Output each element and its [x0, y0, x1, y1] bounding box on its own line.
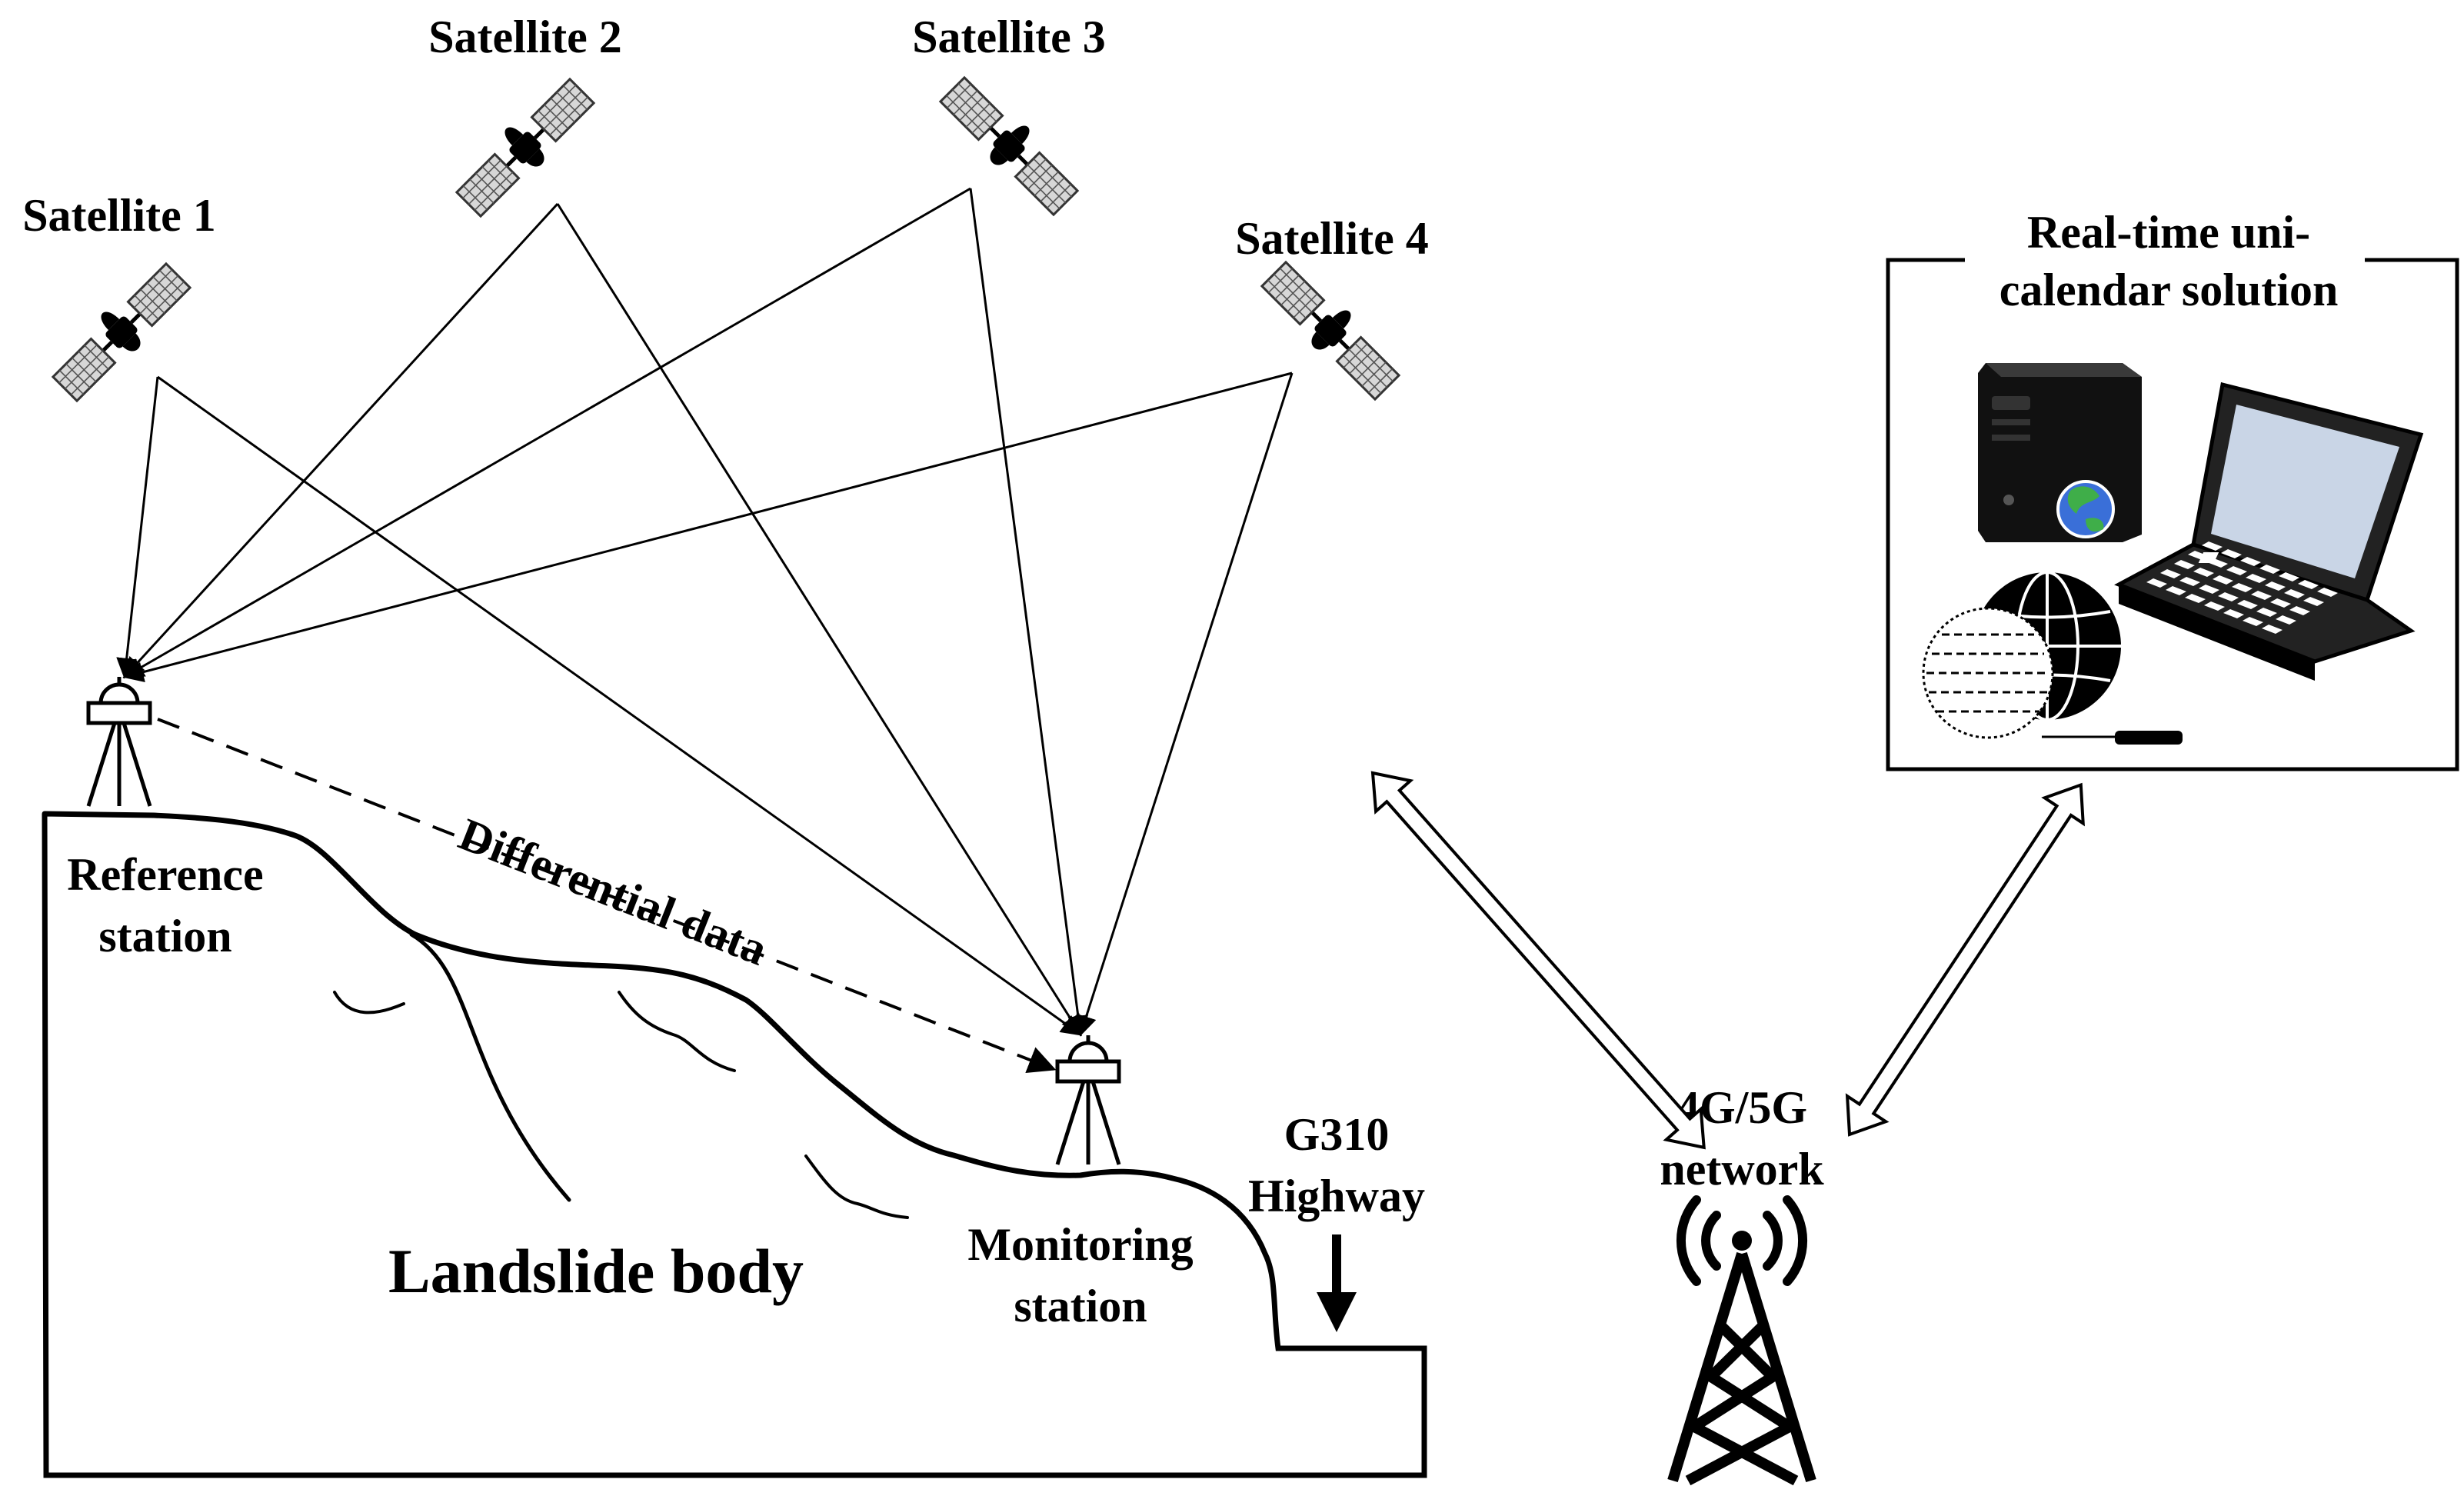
solution-title-line1: Real-time uni- [2027, 207, 2310, 258]
satellite-icon [450, 72, 598, 221]
gnss-receiver-icon [88, 677, 150, 806]
satellite-3-label: Satellite 3 [912, 12, 1106, 62]
keyboard-grid [2146, 541, 2338, 634]
signal-sat3-monitoring [969, 188, 1089, 1037]
link-arrow-field-network [1370, 771, 1706, 1150]
signal-sat4-monitoring [1076, 372, 1294, 1037]
landslide-body-label: Landslide body [388, 1236, 804, 1306]
solution-panel-frame [1886, 258, 2459, 771]
satellite-icon [1257, 255, 1406, 404]
crack-4 [804, 1154, 909, 1219]
satellite-1-label: Satellite 1 [22, 190, 216, 241]
satellite-2: Satellite 2 [428, 12, 622, 221]
solution-title-line2: calendar solution [2000, 265, 2339, 315]
globe-icon [2056, 480, 2115, 538]
link-arrow-network-server [1845, 782, 2085, 1137]
crack-2 [333, 991, 405, 1015]
signal-lines [116, 187, 1294, 1037]
monitoring-station: Monitoring station [967, 1035, 1194, 1331]
reference-station-label-line1: Reference [67, 849, 263, 900]
globe-icon [1922, 571, 2183, 745]
laptop-icon [1906, 381, 2424, 681]
highway-label-line1: G310 [1284, 1109, 1390, 1160]
landslide-outline [42, 811, 1427, 1478]
signal-sat1-monitoring [157, 375, 1083, 1036]
highway-label-line2: Highway [1248, 1171, 1425, 1221]
satellite-icon [936, 71, 1084, 219]
signal-sat4-reference [122, 372, 1293, 682]
satellite-4-label: Satellite 4 [1235, 213, 1429, 264]
network-label-line2: network [1660, 1144, 1824, 1194]
satellite-icon [46, 257, 195, 405]
satellite-2-label: Satellite 2 [428, 12, 622, 62]
signal-sat3-reference [122, 187, 971, 678]
reference-station: Reference station [67, 677, 264, 961]
crack-1 [409, 932, 571, 1202]
satellite-1: Satellite 1 [22, 190, 216, 405]
highway-marker: G310 Highway [1248, 1109, 1425, 1332]
network-tower: 4G/5G network [1660, 1082, 1824, 1486]
gnss-receiver-icon [1057, 1035, 1119, 1164]
satellite-3: Satellite 3 [912, 12, 1106, 219]
signal-sat2-reference [123, 202, 559, 678]
differential-data-label: Differential data [452, 808, 774, 975]
reference-station-label-line2: station [98, 911, 231, 961]
differential-data-link: Differential data [157, 718, 1057, 1073]
signal-sat2-monitoring [556, 203, 1082, 1037]
crack-3 [618, 991, 736, 1072]
monitoring-station-label-line1: Monitoring [967, 1219, 1193, 1270]
satellite-4: Satellite 4 [1235, 213, 1429, 404]
tower-icon [1667, 1195, 1816, 1486]
terrain [42, 811, 1427, 1478]
solution-panel: Real-time uni- calendar solution [1886, 207, 2459, 771]
signal-sat1-reference [116, 376, 159, 679]
monitoring-station-label-line2: station [1014, 1281, 1147, 1331]
